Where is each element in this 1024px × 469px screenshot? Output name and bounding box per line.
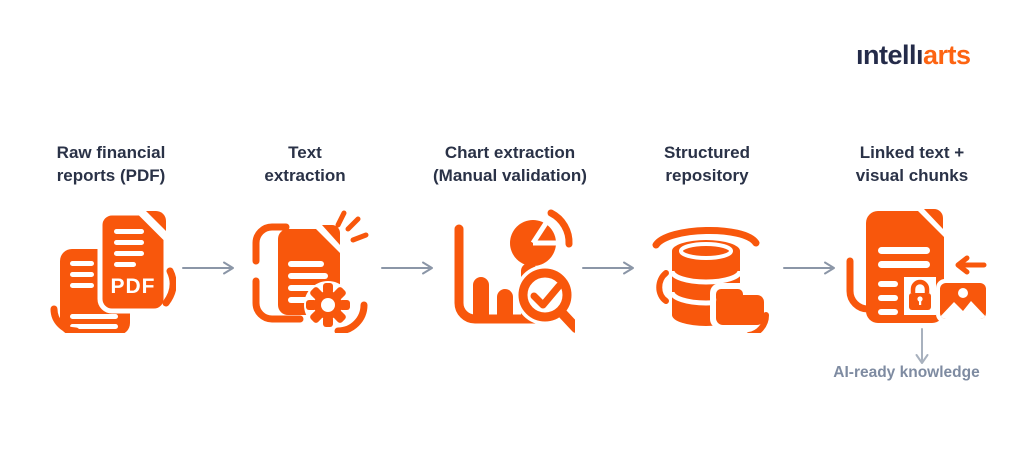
database-folder-icon [642, 203, 772, 333]
flow-arrow-4 [783, 261, 837, 275]
folder-glyph [710, 283, 768, 329]
document-lock-image-icon [838, 203, 988, 333]
lock-glyph [904, 277, 936, 315]
flow-arrow-3 [582, 261, 636, 275]
pdf-badge-text: PDF [111, 275, 156, 298]
output-label: AI-ready knowledge [833, 364, 980, 381]
stage-label-chart-extraction: Chart extraction(Manual validation) [433, 143, 587, 185]
gear-glyph [304, 281, 352, 329]
logo-text-arts: arts [923, 40, 971, 70]
chart-magnifier-icon [445, 203, 575, 333]
pdf-documents-icon: PDF [46, 203, 176, 333]
left-arrow-glyph [955, 255, 987, 275]
intelliarts-logo: ıntellıarts [856, 40, 971, 71]
flow-arrow-2 [381, 261, 435, 275]
pie-chart-glyph [510, 220, 557, 266]
logo-text-intelli: ıntellı [856, 40, 924, 70]
image-thumbnail-glyph [936, 279, 988, 323]
flow-arrow-1 [182, 261, 236, 275]
magnifier-check-glyph [515, 265, 575, 333]
document-gear-icon [240, 203, 370, 333]
down-arrow [915, 328, 929, 366]
sparkle-lines [335, 210, 369, 243]
stage-label-linked-chunks: Linked text +visual chunks [855, 143, 969, 185]
